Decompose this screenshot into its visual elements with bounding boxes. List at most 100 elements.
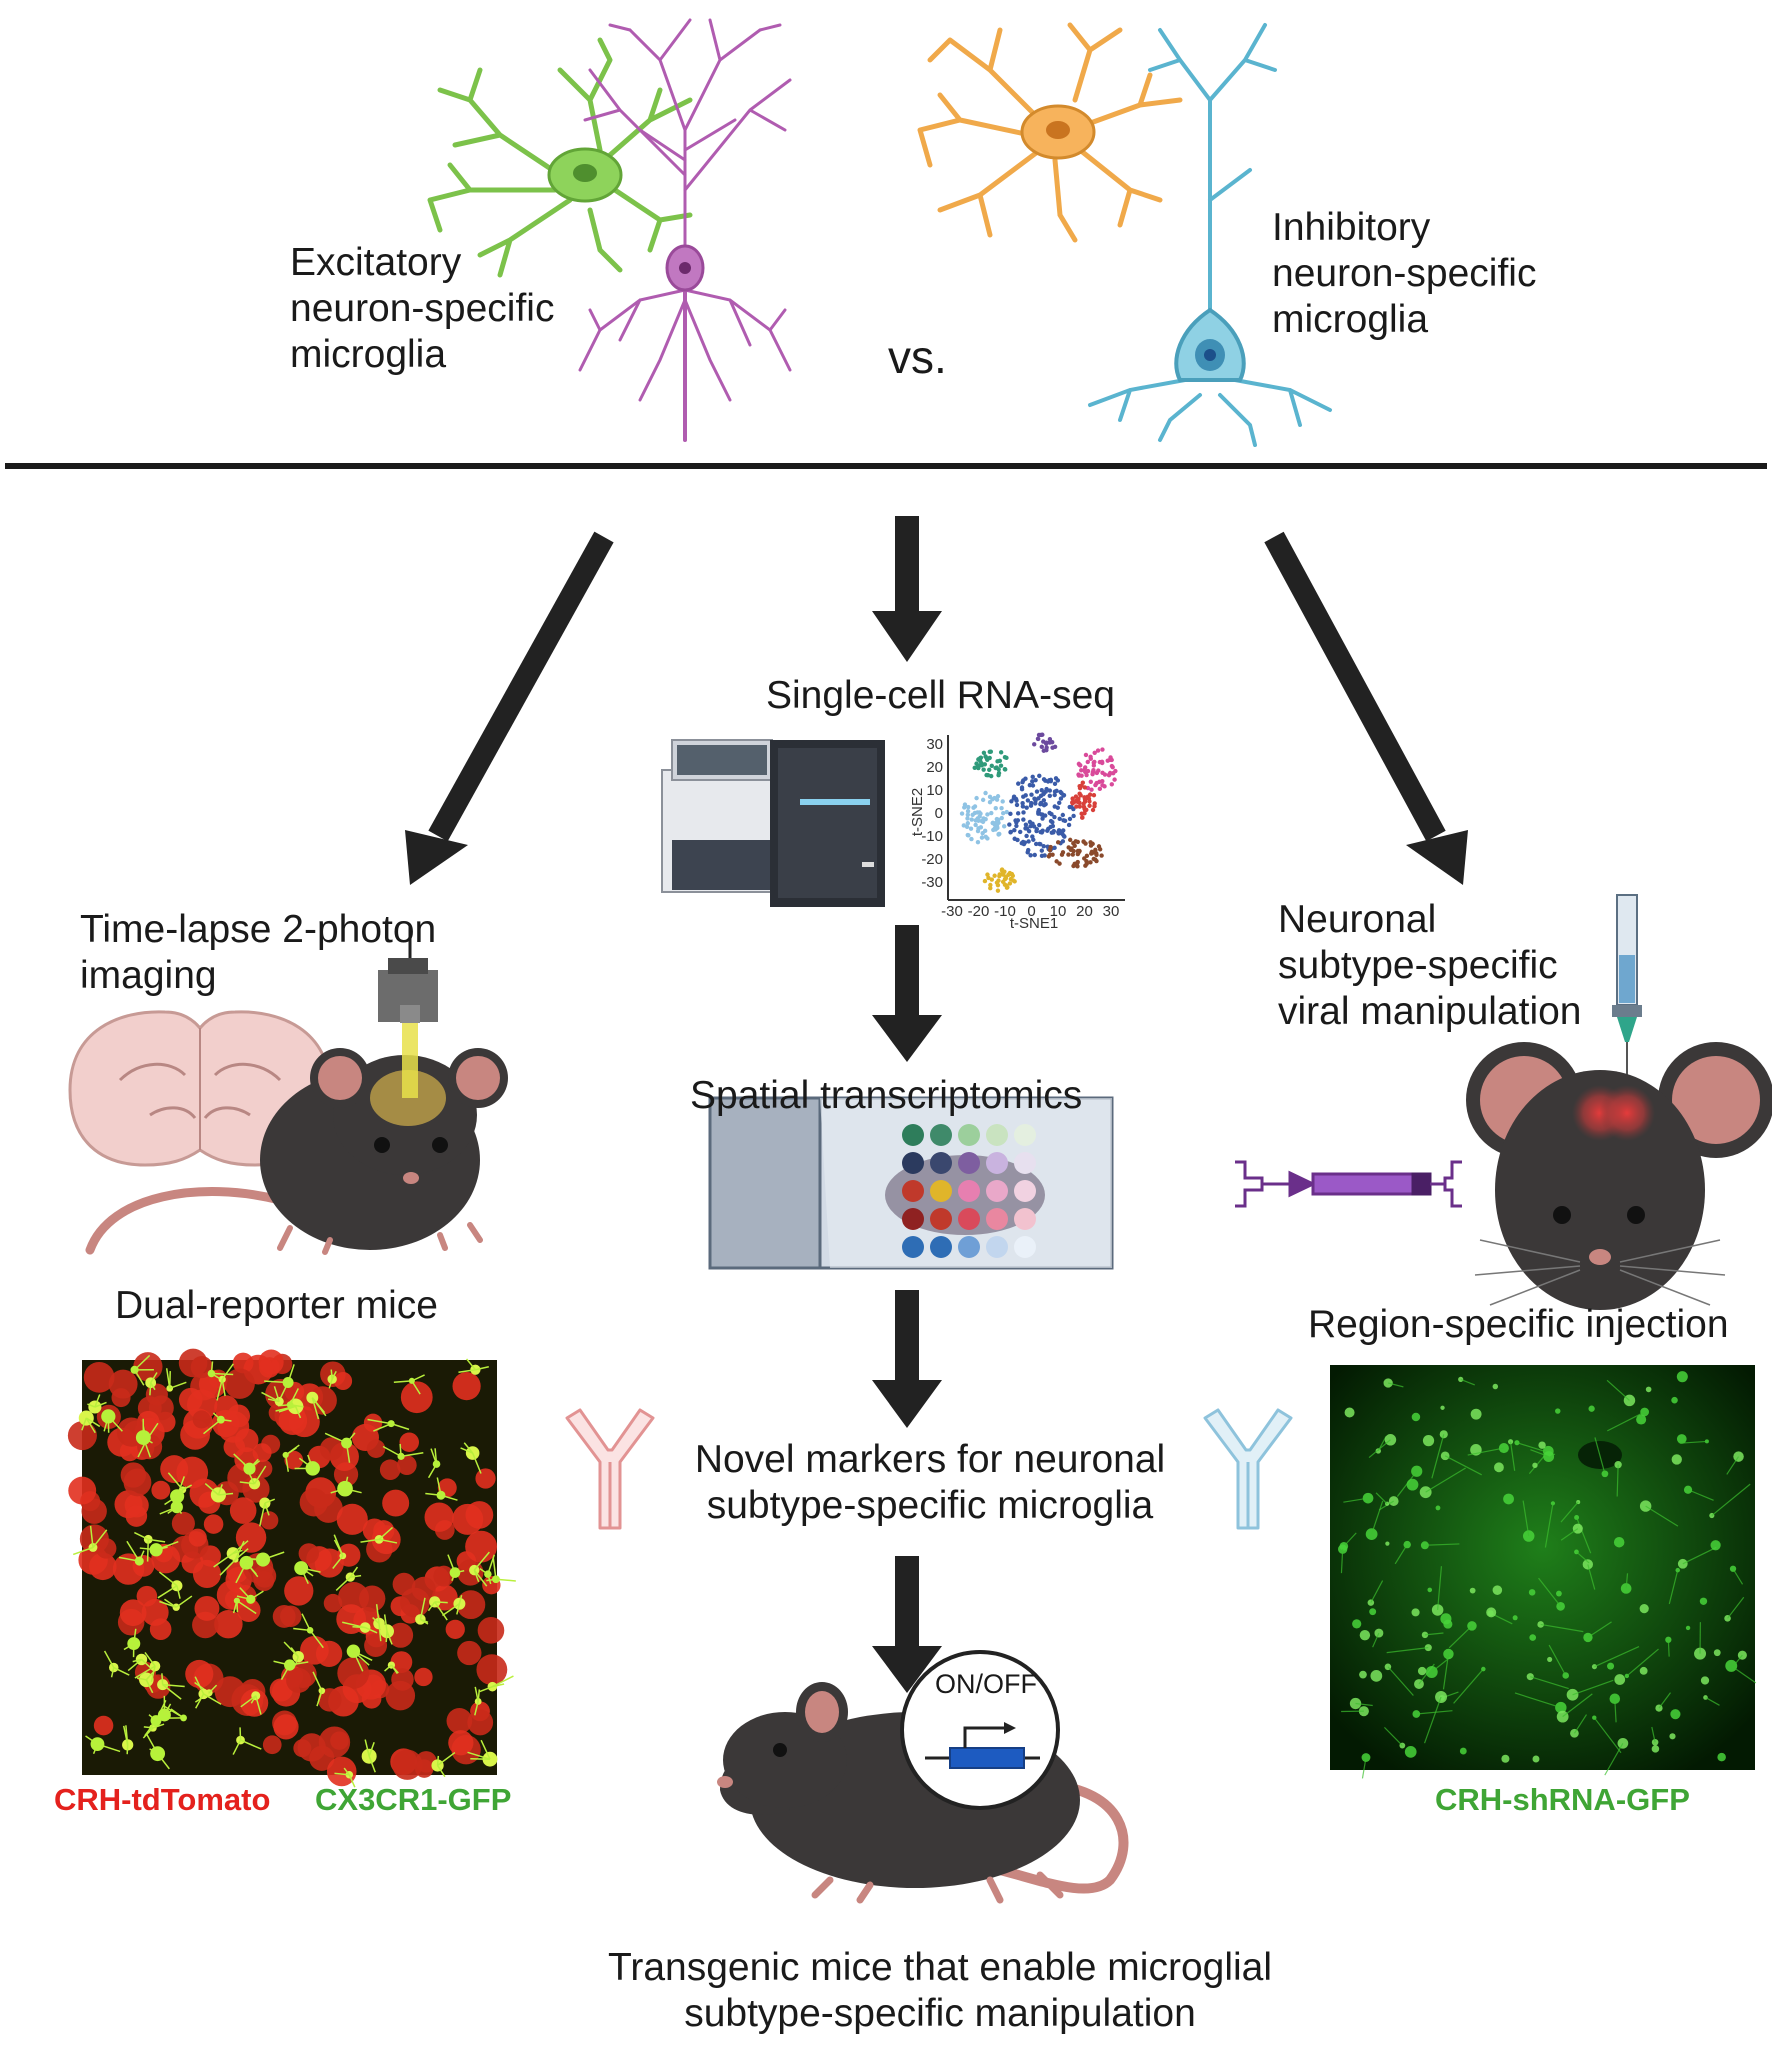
tsne-point xyxy=(1024,833,1029,839)
tsne-x-tick: -30 xyxy=(941,903,963,920)
red-cell xyxy=(234,1428,259,1453)
gfp-neurite xyxy=(1460,1378,1475,1386)
gfp-neuron xyxy=(1492,1585,1503,1595)
tsne-point xyxy=(975,816,980,821)
green-process xyxy=(480,1739,491,1760)
red-cell xyxy=(89,1552,117,1581)
tsne-point xyxy=(1032,852,1037,858)
green-process xyxy=(384,1664,392,1672)
gfp-neurite xyxy=(1593,1717,1622,1754)
gfp-neurite xyxy=(1651,1726,1656,1743)
gfp-neurite xyxy=(1540,1623,1584,1633)
tsne-point xyxy=(1027,819,1033,825)
green-process xyxy=(367,1418,392,1425)
green-process xyxy=(324,1432,347,1444)
tsne-point xyxy=(1012,828,1017,833)
tsne-point xyxy=(1007,870,1013,876)
green-process xyxy=(301,1613,311,1631)
green-process xyxy=(103,1416,110,1432)
scrnaseq-label: Single-cell RNA-seq xyxy=(766,674,1115,717)
green-process xyxy=(386,1630,393,1645)
red-cell xyxy=(83,1361,115,1393)
tsne-point xyxy=(1052,789,1058,794)
red-cell xyxy=(141,1598,169,1626)
tsne-point xyxy=(1076,796,1081,802)
green-process xyxy=(264,1502,270,1516)
green-process xyxy=(349,1566,359,1578)
tsne-point xyxy=(996,770,1002,776)
green-process xyxy=(437,1751,456,1767)
red-cell xyxy=(151,1480,171,1500)
gfp-neurite xyxy=(1730,1665,1757,1684)
gfp-neuron xyxy=(1555,1408,1561,1414)
green-process xyxy=(278,1405,296,1413)
spatial-spot xyxy=(1014,1152,1036,1174)
gfp-neurite xyxy=(1705,1696,1720,1706)
green-process xyxy=(307,1454,314,1469)
green-process xyxy=(148,1714,157,1722)
tsne-point xyxy=(1037,773,1042,779)
spatial-spot xyxy=(930,1208,952,1230)
tsne-point xyxy=(1094,770,1100,776)
tsne-point xyxy=(1061,792,1067,798)
markers-label-line-1: Novel markers for neuronal xyxy=(694,1438,1166,1481)
excitatory-neuron-icon xyxy=(578,18,792,442)
red-cell xyxy=(326,1756,357,1787)
green-process xyxy=(298,1457,314,1469)
tsne-point xyxy=(974,795,979,801)
green-process xyxy=(285,1447,297,1456)
tsne-point xyxy=(1021,810,1026,815)
red-cell xyxy=(216,1580,247,1610)
red-cell xyxy=(390,1651,413,1673)
gfp-neuron xyxy=(1733,1451,1744,1462)
gfp-neurite xyxy=(1388,1382,1404,1388)
green-process xyxy=(149,1382,152,1396)
tsne-point xyxy=(1013,818,1018,823)
green-process xyxy=(203,1419,222,1435)
green-process xyxy=(245,1562,259,1578)
green-process xyxy=(344,1487,362,1494)
green-process xyxy=(335,1576,351,1592)
gfp-neuron xyxy=(1406,1478,1419,1491)
green-process xyxy=(210,1361,214,1374)
green-process xyxy=(217,1484,223,1496)
tsne-point xyxy=(1000,810,1006,816)
green-process xyxy=(94,1401,107,1408)
tsne-point xyxy=(1078,793,1083,798)
tsne-point xyxy=(1092,759,1097,765)
green-process xyxy=(486,1578,497,1582)
tsne-point xyxy=(1021,817,1026,822)
tsne-point xyxy=(1010,873,1015,878)
gfp-neuron xyxy=(1440,1613,1452,1625)
green-process xyxy=(399,1443,402,1457)
gfp-neurite xyxy=(1544,1503,1554,1548)
tsne-point xyxy=(973,822,978,828)
gfp-neurite xyxy=(1340,1549,1344,1574)
tsne-point xyxy=(994,816,1000,822)
tsne-point xyxy=(1088,779,1093,784)
green-process xyxy=(390,1422,410,1431)
tsne-point xyxy=(1070,852,1076,857)
tsne-point xyxy=(1092,750,1097,755)
red-cell xyxy=(445,1619,465,1639)
tsne-point xyxy=(1008,876,1013,882)
green-process xyxy=(492,1675,514,1688)
green-process xyxy=(142,1436,153,1444)
tsne-point xyxy=(981,750,987,755)
gfp-neuron xyxy=(1537,1621,1544,1628)
gfp-neurite xyxy=(1732,1568,1744,1585)
red-cell xyxy=(273,1714,299,1740)
red-cell xyxy=(284,1576,314,1606)
green-process xyxy=(390,1664,399,1674)
tsne-point xyxy=(998,763,1004,768)
gfp-neurite xyxy=(1587,1621,1612,1638)
green-process xyxy=(473,1569,480,1583)
imaging-title: Time-lapse 2-photon imaging xyxy=(80,907,436,999)
green-process xyxy=(300,1567,309,1585)
red-cell xyxy=(185,1659,214,1689)
tsne-point xyxy=(1071,806,1076,812)
gfp-neuron xyxy=(1359,1670,1367,1679)
markers-label: Novel markers for neuronal subtype-speci… xyxy=(660,1437,1200,1529)
gfp-neuron xyxy=(1459,1747,1467,1755)
tsne-point xyxy=(1093,847,1098,853)
